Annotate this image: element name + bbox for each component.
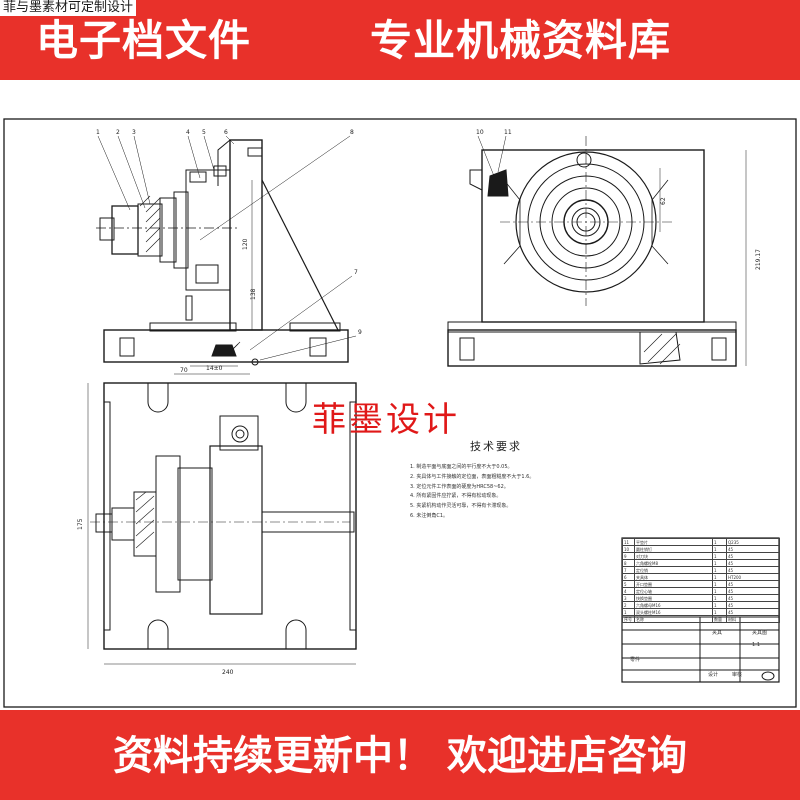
- title-block-designer: 设计: [708, 672, 719, 678]
- tech-requirements-list: 1. 制造平面与底面之间的平行度不大于0.05。 2. 夹具体与工件接触的定位面…: [410, 463, 625, 522]
- svg-text:7: 7: [354, 269, 358, 276]
- svg-text:219.17: 219.17: [755, 249, 762, 270]
- tech-note: 3. 定位元件工作表面的硬度为HRC58~62。: [410, 483, 509, 490]
- bom-header-row: 序号名称数量材料: [622, 615, 780, 623]
- svg-text:2: 2: [116, 129, 120, 136]
- svg-text:10: 10: [476, 129, 484, 136]
- svg-text:11: 11: [504, 129, 512, 136]
- svg-text:8: 8: [350, 129, 354, 136]
- svg-text:14±0: 14±0: [206, 365, 223, 372]
- title-block-scale: 1:1: [752, 642, 761, 648]
- title-block-checker: 审核: [732, 672, 743, 678]
- bottom-slogan: 资料持续更新中！ 欢迎进店咨询: [113, 733, 687, 779]
- svg-text:175: 175: [77, 518, 84, 530]
- svg-text:62: 62: [660, 197, 667, 205]
- top-watermark: 菲与墨素材可定制设计: [0, 0, 137, 16]
- svg-text:120: 120: [242, 238, 249, 250]
- tech-note: 6. 未注倒角C1。: [410, 512, 449, 519]
- top-banner: 电子档文件 专业机械资料库: [0, 0, 800, 80]
- banner-title-right: 专业机械资料库: [370, 16, 672, 65]
- title-block-part: 零件: [630, 657, 641, 663]
- tech-note: 5. 夹紧机构动作灵活可靠，不得有卡滞现象。: [410, 503, 512, 510]
- svg-text:240: 240: [222, 669, 234, 676]
- tech-note: 2. 夹具体与工件接触的定位面，表面粗糙度不大于1.6。: [410, 473, 535, 480]
- front-view: [96, 135, 357, 375]
- center-watermark: 菲墨设计: [312, 400, 460, 440]
- title-block-drawing-no: 夹具图: [752, 630, 768, 636]
- svg-text:138: 138: [250, 288, 257, 300]
- svg-text:70: 70: [180, 367, 188, 374]
- title-block-name: 夹具: [712, 630, 723, 636]
- svg-text:5: 5: [202, 129, 206, 136]
- svg-text:3: 3: [132, 129, 136, 136]
- svg-text:1: 1: [96, 129, 100, 136]
- sheet-border: [3, 118, 797, 708]
- side-view: [447, 135, 747, 367]
- bottom-banner: 资料持续更新中！ 欢迎进店咨询: [0, 710, 800, 800]
- plan-view: [87, 382, 357, 665]
- engineering-drawing: 120 138 219.17 62 240 175 70 14±0 1 2 3 4 5…: [0, 80, 800, 710]
- tech-note: 4. 所有紧固件应拧紧，不得有松动现象。: [410, 493, 502, 500]
- banner-title-left: 电子档文件: [36, 16, 252, 65]
- tech-note: 1. 制造平面与底面之间的平行度不大于0.05。: [410, 464, 513, 470]
- svg-text:6: 6: [224, 129, 228, 136]
- svg-text:4: 4: [186, 129, 190, 136]
- tech-requirements-title: 技术要求: [470, 440, 522, 453]
- svg-text:9: 9: [358, 329, 362, 336]
